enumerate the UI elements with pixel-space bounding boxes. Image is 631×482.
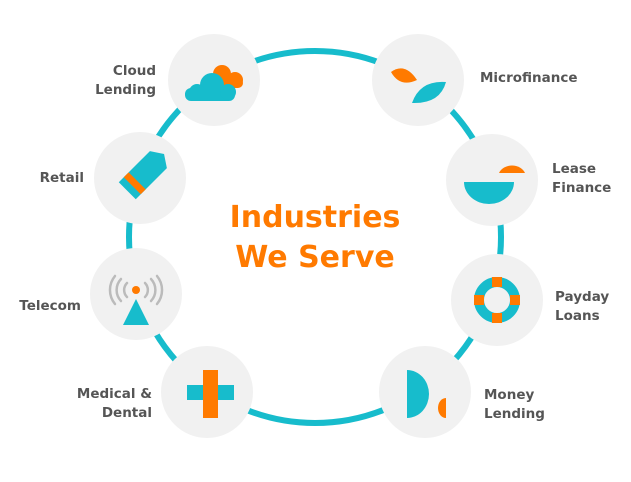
node-payday-loans	[451, 254, 543, 346]
page-title: Industries We Serve	[180, 198, 450, 278]
label-text: Payday	[555, 289, 610, 305]
node-lease-finance	[446, 134, 538, 226]
label-text: Retail	[39, 170, 84, 186]
label-telecom: Telecom	[19, 297, 81, 316]
label-microfinance: Microfinance	[480, 69, 578, 88]
label-text: Lending	[95, 82, 156, 98]
antenna-icon	[108, 274, 164, 325]
label-text: Loans	[555, 308, 600, 324]
label-text: Microfinance	[480, 70, 578, 86]
medical-cross-icon	[187, 370, 234, 418]
label-retail: Retail	[40, 169, 84, 188]
node-microfinance	[372, 34, 464, 126]
lifebuoy-icon	[474, 277, 520, 323]
label-text: Telecom	[19, 298, 81, 314]
cloud-icon	[185, 65, 243, 101]
label-text: Dental	[101, 405, 152, 421]
price-tag-icon	[118, 151, 167, 200]
half-circles-icon	[464, 165, 525, 204]
label-text: Lease	[552, 161, 597, 177]
connecting-ring	[126, 48, 504, 426]
label-text: Medical &	[76, 386, 152, 402]
label-text: Money	[484, 387, 535, 403]
half-discs-icon	[407, 370, 446, 418]
label-text: Cloud	[112, 63, 156, 79]
label-medical-dental: Medical & Dental	[77, 385, 152, 423]
label-text: Finance	[552, 180, 612, 196]
title-line-2: We Serve	[235, 240, 395, 275]
sprout-leaves-icon	[391, 68, 446, 104]
title-line-1: Industries	[229, 200, 401, 235]
label-text: Lending	[484, 406, 545, 422]
